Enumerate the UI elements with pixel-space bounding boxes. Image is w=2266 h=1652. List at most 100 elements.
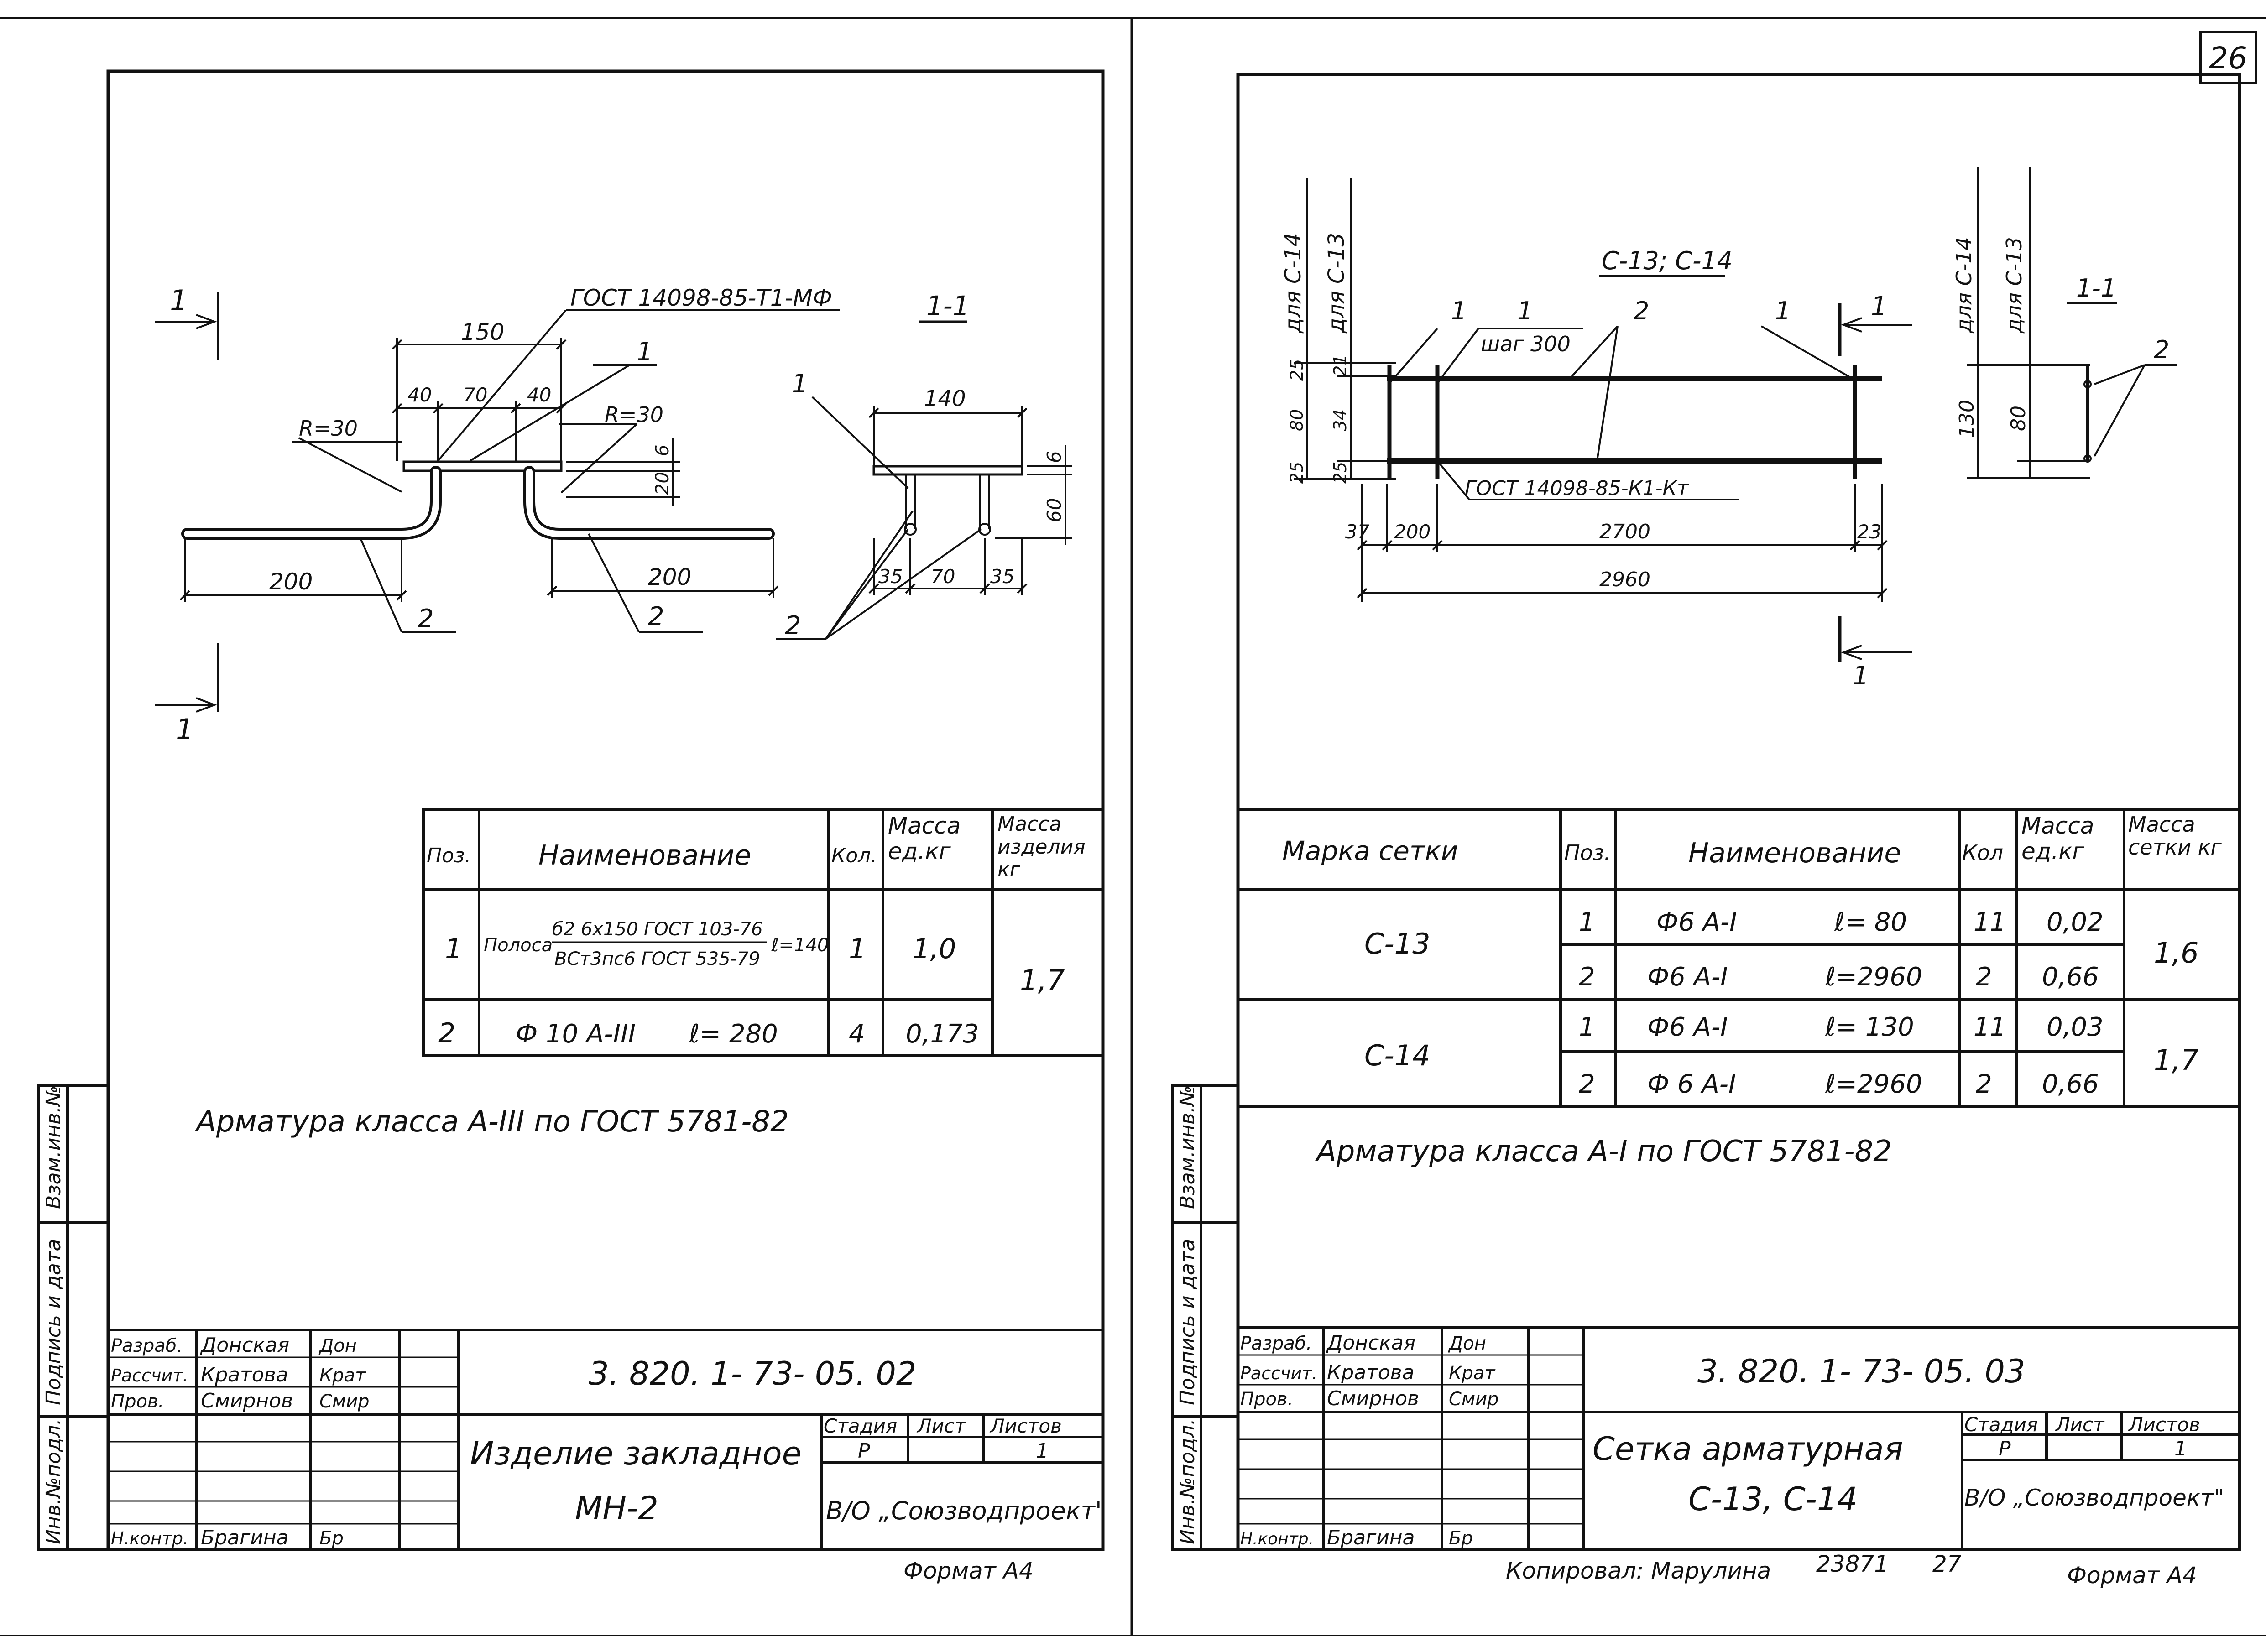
left-gost-plate: ГОСТ 14098-85-Т1-МФ	[570, 285, 832, 311]
left-dim-35a: 35	[878, 565, 903, 588]
right-spec-h-mass-unit: Масса ед.кг	[2021, 813, 2094, 865]
left-name-norm: Брагина	[201, 1526, 289, 1549]
left-stamp-signature: Подпись и дата	[42, 1239, 65, 1405]
left-name-check: Смирнов	[201, 1389, 293, 1412]
left-dim-40b: 40	[527, 384, 551, 406]
right-c14-r2-mass: 0,66	[2042, 1069, 2099, 1099]
right-stamp-inventory: Инв.№подл.	[1176, 1418, 1199, 1544]
left-dim-40a: 40	[407, 384, 432, 406]
right-gost-mesh: ГОСТ 14098-85-К1-Кт	[1465, 477, 1689, 500]
right-sheets-header: Листов	[2128, 1413, 2200, 1436]
right-role-calc: Рассчит.	[1240, 1363, 1317, 1383]
left-title-block	[108, 1329, 1103, 1549]
right-c13-r1-mass: 0,02	[2047, 907, 2104, 937]
left-section-mark-top: 1	[170, 284, 188, 317]
right-v21: 21	[1330, 354, 1350, 376]
left-spec-h-name: Наименование	[538, 839, 751, 871]
left-callout-2-left: 2	[418, 604, 434, 634]
right-c14-total: 1,7	[2154, 1043, 2199, 1077]
right-section-label: 1-1	[2076, 274, 2116, 302]
left-sign-calc: Крат	[319, 1365, 366, 1386]
left-callout-2-side: 2	[785, 611, 801, 641]
left-row1-name: Полоса	[484, 935, 553, 956]
right-c14-r1-qty: 11	[1974, 1012, 2006, 1042]
right-c14-r2-len: ℓ=2960	[1825, 1069, 1922, 1099]
right-s80: 80	[2007, 406, 2030, 431]
right-mark-c14: С-14	[1364, 1039, 1431, 1072]
right-stamp-signature: Подпись и дата	[1176, 1239, 1199, 1405]
left-row1-pos: 1	[445, 933, 462, 965]
right-callout-2-side: 2	[2154, 335, 2169, 364]
left-organization: В/О „Союзводпроект"	[826, 1496, 1107, 1525]
right-copied-by: Копировал: Марулина	[1506, 1558, 1771, 1584]
left-dim-6-side: 6	[1043, 451, 1065, 463]
right-section-mark-bottom: 1	[1853, 661, 1869, 691]
right-c14-r2-pos: 2	[1579, 1069, 1595, 1099]
right-sign-dev: Дон	[1448, 1333, 1486, 1354]
left-sign-dev: Дон	[318, 1335, 357, 1356]
left-side-stamp	[37, 1084, 110, 1551]
right-for-c14: для С-14	[1280, 233, 1306, 334]
right-c13-r2-pos: 2	[1579, 962, 1595, 992]
left-doc-code: 3. 820. 1- 73- 05. 02	[589, 1355, 916, 1392]
left-dim-35b: 35	[990, 565, 1014, 588]
right-c13-total: 1,6	[2154, 936, 2199, 969]
left-radius-left: R=30	[299, 416, 358, 441]
right-organization: В/О „Союзводпроект"	[1964, 1485, 2224, 1511]
right-name-dev: Донская	[1326, 1331, 1415, 1355]
left-sheet: Взам.инв.№ Подпись и дата Инв.№подл. 1 1	[37, 69, 1107, 1584]
right-stage-value: Р	[1999, 1437, 2011, 1460]
left-row2-qty: 4	[849, 1019, 865, 1049]
right-sheet: Взам.инв.№ Подпись и дата Инв.№подл. С-1…	[1171, 73, 2241, 1589]
left-drawing: 1 1	[155, 284, 1072, 746]
left-spec-table	[422, 808, 1104, 1057]
right-c13-r1-pos: 1	[1579, 907, 1595, 937]
right-side-for-c13: для С-13	[2002, 237, 2026, 334]
right-title-block	[1238, 1326, 2240, 1549]
right-name-norm: Брагина	[1327, 1526, 1415, 1549]
right-spec-h-pos: Поз.	[1564, 840, 1611, 865]
page-number: 26	[2209, 41, 2247, 76]
left-row1-len: ℓ=140	[771, 935, 829, 956]
right-d2960: 2960	[1599, 568, 1650, 591]
left-row2-len: ℓ= 280	[689, 1019, 778, 1049]
left-doc-title-2: МН-2	[575, 1490, 658, 1527]
right-c13-r2-qty: 2	[1976, 962, 1992, 992]
right-callout-1b: 1	[1517, 297, 1533, 325]
left-role-norm: Н.контр.	[111, 1528, 188, 1548]
right-sheets-value: 1	[2174, 1437, 2187, 1460]
left-dim-150: 150	[461, 319, 504, 345]
right-c13-r2-name: Ф6 А-I	[1647, 962, 1728, 992]
right-for-c13: для С-13	[1324, 233, 1349, 334]
left-callout-1: 1	[637, 337, 653, 367]
right-spec-h-name: Наименование	[1688, 837, 1901, 869]
right-stamp-replaced: Взам.инв.№	[1176, 1085, 1199, 1209]
right-spec-h-mass-mesh: Масса сетки кг	[2128, 813, 2222, 860]
right-c13-r2-mass: 0,66	[2042, 962, 2099, 992]
right-side-stamp	[1171, 1084, 1239, 1551]
left-row1-mass: 1,0	[913, 933, 956, 965]
right-v80: 80	[1287, 409, 1307, 431]
right-c14-r2-name: Ф 6 А-I	[1647, 1069, 1736, 1099]
right-c14-r2-qty: 2	[1976, 1069, 1992, 1099]
left-stamp-replaced: Взам.инв.№	[42, 1085, 65, 1209]
right-note: Арматура класса А-I по ГОСТ 5781-82	[1315, 1135, 1892, 1168]
right-name-calc: Кратова	[1327, 1361, 1415, 1384]
right-doc-code: 3. 820. 1- 73- 05. 03	[1697, 1353, 2025, 1390]
left-dim-20: 20	[652, 472, 673, 495]
right-side-for-c14: для С-14	[1952, 237, 1976, 334]
right-c14-r1-name: Ф6 А-I	[1647, 1012, 1728, 1042]
left-dim-70: 70	[463, 384, 487, 406]
right-mark-c13: С-13	[1364, 927, 1431, 960]
left-row1-qty: 1	[849, 933, 866, 965]
left-sheets-value: 1	[1036, 1439, 1049, 1463]
left-spec-h-mass-item: Масса изделия кг	[997, 813, 1086, 881]
left-dim-200-right: 200	[648, 564, 691, 590]
left-stage-value: Р	[858, 1439, 870, 1463]
right-role-dev: Разраб.	[1240, 1333, 1312, 1354]
left-row2-pos: 2	[438, 1017, 455, 1049]
left-dim-70-side: 70	[931, 565, 955, 588]
left-row1-frac-bottom: ВСт3пс6 ГОСТ 535-79	[554, 948, 760, 969]
left-role-dev: Разраб.	[111, 1335, 183, 1356]
